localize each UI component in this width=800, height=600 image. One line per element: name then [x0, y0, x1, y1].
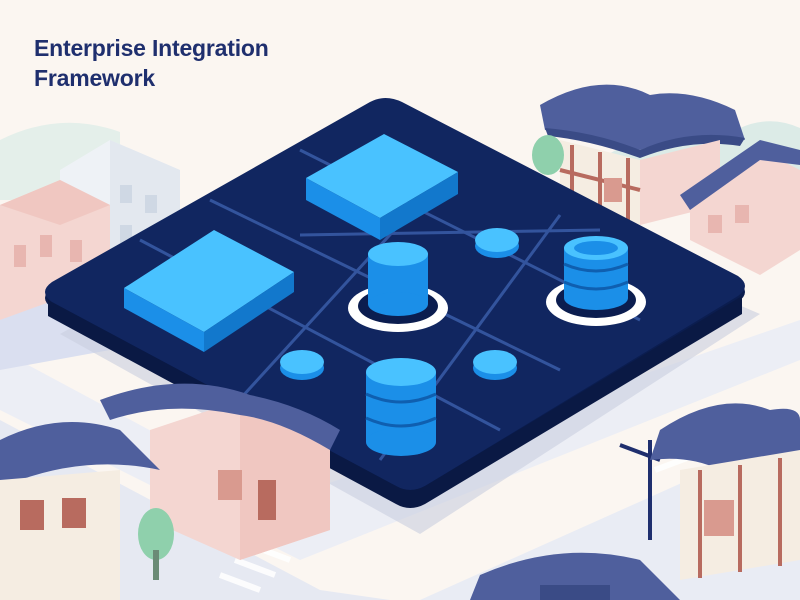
server-block-icon	[306, 134, 458, 240]
traditional-house-top-right	[532, 84, 800, 275]
database-cylinder-icon	[348, 242, 448, 332]
title-line-2: Framework	[34, 65, 155, 91]
tree-icon	[138, 508, 174, 580]
title-line-1: Enterprise Integration	[34, 35, 269, 61]
page-title: Enterprise Integration Framework	[34, 33, 269, 93]
traditional-house-bottom-left	[0, 383, 340, 600]
traditional-house-bottom-right	[470, 403, 800, 600]
database-cylinder-icon	[546, 236, 646, 326]
connector-node-icon	[280, 350, 324, 380]
connector-node-icon	[475, 228, 519, 258]
server-block-icon	[124, 230, 294, 352]
database-cylinder-icon	[365, 358, 437, 456]
connector-node-icon	[473, 350, 517, 380]
